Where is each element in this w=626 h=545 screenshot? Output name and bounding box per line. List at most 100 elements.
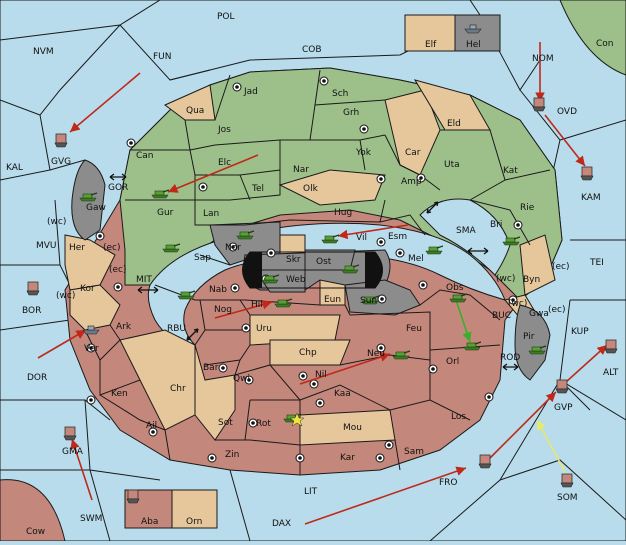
label: Ark [116, 322, 132, 332]
region-byn[interactable] [519, 234, 556, 296]
label: Mel [408, 254, 424, 264]
region-labels: POL NVM FUN COB Con Elf Hel NOM OVD KAL … [6, 12, 619, 537]
label: (wc) [56, 291, 75, 301]
label: (wc) [47, 217, 66, 227]
label: Feu [406, 324, 422, 334]
label: Sch [332, 89, 348, 99]
gun-icon [555, 379, 569, 394]
label: FRO [439, 478, 458, 488]
label: Vil [356, 233, 367, 243]
label: Skr [286, 255, 301, 265]
label: SMA [456, 226, 476, 236]
label: KAM [581, 193, 601, 203]
label: Gwa [529, 309, 549, 319]
label: DAX [272, 519, 291, 529]
label: Kor [80, 284, 95, 294]
label: Eun [324, 295, 341, 305]
label: Sun [360, 296, 377, 306]
label: Eld [447, 119, 461, 129]
label: Nab [209, 285, 227, 295]
label: Uru [256, 324, 272, 334]
label: (ec) [103, 243, 121, 253]
label: GMA [62, 447, 84, 457]
label: FUN [153, 52, 172, 62]
label: Sot [218, 418, 233, 428]
label: Nog [214, 305, 232, 315]
region-sot[interactable] [194, 344, 236, 441]
label: Nar [293, 165, 309, 175]
label: RBU [167, 324, 186, 334]
label: BUC [492, 311, 511, 321]
label: (wc) [508, 299, 527, 309]
label: GOR [108, 183, 128, 193]
gun-icon [604, 339, 618, 354]
label: Nor [225, 243, 241, 253]
label: Jos [217, 125, 231, 135]
label: Sam [404, 447, 424, 457]
label: NOM [532, 54, 554, 64]
label: COB [302, 45, 322, 55]
label: SWM [80, 514, 102, 524]
label: Hug [334, 208, 352, 218]
region-pir[interactable] [514, 304, 551, 381]
label: Grh [343, 108, 359, 118]
label: Cow [26, 527, 45, 537]
label: GVG [51, 157, 71, 167]
label: Elc [218, 158, 231, 168]
label: Qua [186, 106, 204, 116]
label: Ver [84, 344, 99, 354]
gun-icon [478, 454, 492, 469]
label: Jad [243, 87, 258, 97]
label: Kaa [334, 389, 351, 399]
gun-icon [63, 426, 77, 441]
label: Sap [194, 253, 211, 263]
label: Zin [225, 450, 239, 460]
label: NVM [33, 47, 54, 57]
label: Gaw [86, 203, 106, 213]
green-borders [125, 69, 551, 266]
label: (ec) [552, 262, 570, 272]
label: (ec) [548, 305, 566, 315]
order-arrows [37, 42, 608, 525]
label: Web [286, 275, 306, 285]
label: Yok [355, 148, 372, 158]
label: Chp [299, 348, 317, 358]
label: Lan [203, 209, 219, 219]
label: GVP [554, 403, 573, 413]
label: Los [451, 412, 466, 422]
label: Nil [315, 370, 327, 380]
label: Chr [170, 384, 186, 394]
region-car[interactable] [384, 89, 441, 176]
gun-icon [532, 97, 546, 112]
label: Ken [111, 389, 128, 399]
label: Con [596, 39, 614, 49]
label: Mou [343, 423, 362, 433]
label: Hel [466, 40, 481, 50]
label: KUP [571, 327, 589, 337]
label: BOR [22, 306, 41, 316]
region-olk[interactable] [278, 169, 386, 206]
label: Rie [520, 203, 535, 213]
label: Gur [157, 208, 174, 218]
label: (ec) [109, 265, 127, 275]
label: Elf [425, 40, 437, 50]
label: Bri [490, 220, 502, 230]
label: ALT [603, 368, 619, 378]
label: OVD [557, 107, 577, 117]
label: Ail [146, 421, 157, 431]
region-orn[interactable] [171, 489, 218, 529]
label: Esm [388, 232, 407, 242]
gun-icon [126, 489, 140, 504]
gun-icon [560, 473, 574, 488]
channel-markers [109, 173, 519, 371]
gun-icon [54, 133, 68, 148]
label: Kat [503, 166, 518, 176]
region-elf[interactable] [404, 14, 456, 52]
label: Ost [316, 257, 332, 267]
label: MIT [136, 275, 152, 285]
label: Uta [444, 160, 460, 170]
label: DOR [27, 373, 47, 383]
label: Obs [446, 283, 464, 293]
